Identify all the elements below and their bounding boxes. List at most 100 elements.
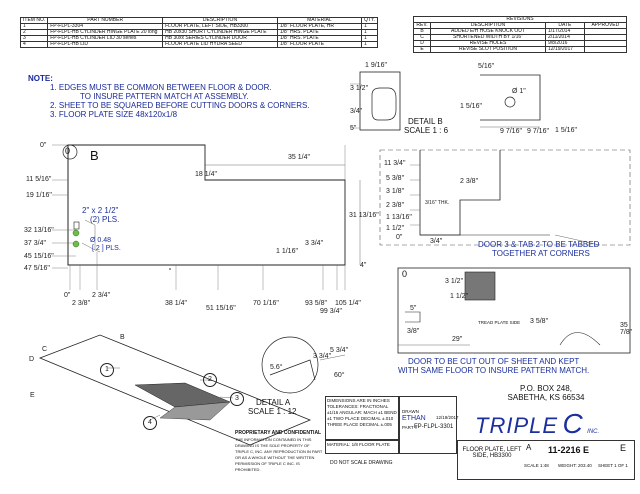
view-letter: D <box>29 356 35 363</box>
drawing-title: FLOOR PLATE, LEFT SIDE, HB3300 <box>462 447 522 459</box>
title-block: DIMENSIONS ARE IN INCHES TOLERANCES: FRA… <box>235 384 635 490</box>
detail-a-angle: 5.6° <box>270 364 283 371</box>
door-note: WITH SAME FLOOR TO INSURE PATTERN MATCH. <box>398 366 590 375</box>
view-letter: C <box>42 346 48 353</box>
proprietary-text: THE INFORMATION CONTAINED IN THIS DRAWIN… <box>235 437 323 472</box>
dim-left: 47 5/16" <box>24 265 50 272</box>
callout-balloon: 2 <box>203 373 217 387</box>
drawn-box: DRAWN ETHAN 12/19/2017 PART # FP-FLPL-33… <box>399 396 459 454</box>
bom-cell: 4 <box>19 41 49 48</box>
drawing-info: FLOOR PLATE, LEFT SIDE, HB3300 A 11-2216… <box>457 440 635 480</box>
detail-b-dim: 1 9/16" <box>365 62 387 69</box>
corner-thk: 3/16" THK. <box>425 200 450 206</box>
corner-note: TOGETHER AT CORNERS <box>492 249 590 258</box>
callout-balloon: 1 <box>100 363 114 377</box>
part-number: FP-FLPL-3301 <box>414 424 454 430</box>
drawn-label: DRAWN <box>402 409 419 414</box>
note-line: 1. EDGES MUST BE COMMON BETWEEN FLOOR & … <box>50 83 272 92</box>
corner-note: DOOR 3 & TAB 2 TO BE TABBED <box>478 240 600 249</box>
dim-small: 3 3/4" <box>305 240 324 247</box>
corner-dim: 1 1/2" <box>386 225 405 232</box>
drawn-date: 12/19/2017 <box>436 415 459 420</box>
logo-triple: TRIPLE <box>475 413 559 438</box>
detail-a-dim: 3 3/4" <box>313 353 332 360</box>
detail-b-dim: 3 1/2" <box>350 85 369 92</box>
callout-balloon: 3 <box>230 392 244 406</box>
corner-dim: 0" <box>396 234 403 241</box>
detail-b-dim: 1 5/16" <box>555 127 577 134</box>
note-line: 3. FLOOR PLATE SIZE 48x120x1/8 <box>50 110 178 119</box>
corner-dim: 3 1/8" <box>386 188 405 195</box>
dim-right-height: 31 13/16" <box>349 212 379 219</box>
hole-note-1: Ø 0.48 <box>90 237 112 244</box>
bom-cell: FP-FLPL-HB LID <box>47 41 164 48</box>
door-dim: 5" <box>410 305 417 312</box>
detail-b-view <box>359 71 401 131</box>
dim-small: 1 1/16" <box>276 248 298 255</box>
proprietary-title: PROPRIETARY AND CONFIDENTIAL <box>235 430 322 436</box>
detail-a-scale: SCALE 1 : 12 <box>248 407 297 416</box>
view-letter: E <box>30 392 35 399</box>
drawing-notes: NOTE: 1. EDGES MUST BE COMMON BETWEEN FL… <box>28 74 328 119</box>
view-label-b: B <box>90 148 99 163</box>
dwg-number: 11-2216 E <box>548 445 590 455</box>
tolerance-box: DIMENSIONS ARE IN INCHES TOLERANCES: FRA… <box>325 396 399 440</box>
address-line: SABETHA, KS 66534 <box>507 393 585 402</box>
dim-right-small: 4" <box>360 262 367 269</box>
dim-left: 0" <box>40 142 47 149</box>
detail-a-angle: 60° <box>334 372 345 379</box>
slot-note-2: (2) PLS. <box>90 215 120 224</box>
logo-inc: INC. <box>587 429 600 435</box>
dim-bottom: 99 3/4" <box>320 308 342 315</box>
left-extension-lines <box>52 144 76 269</box>
view-letter: B <box>120 334 125 341</box>
detail-b-right-view <box>480 74 541 121</box>
label-0-circle <box>62 144 78 160</box>
dim-left: 45 15/16" <box>24 253 54 260</box>
dim-bottom: 105 1/4" <box>335 300 361 307</box>
no-scale-note: DO NOT SCALE DRAWING <box>330 460 393 466</box>
hole-1 <box>72 229 80 237</box>
rev-cell <box>583 46 628 53</box>
bom-cell: 1 <box>360 41 379 48</box>
corner-dim: 11 3/4" <box>384 160 406 167</box>
door-dim: 35 7/8" <box>620 322 633 336</box>
corner-dim-right: 2 3/8" <box>460 178 479 185</box>
door-dim: 1 1/2" <box>450 293 469 300</box>
dim-notch: 18 1/4" <box>195 171 217 178</box>
note-line: TO INSURE PATTERN MATCH AT ASSEMBLY. <box>80 92 249 101</box>
dim-left: 11 5/16" <box>26 176 52 183</box>
logo-c: C <box>562 408 583 439</box>
size-value: A <box>526 443 532 452</box>
corner-dim-bottom: 3/4" <box>430 238 443 245</box>
dim-left: 32 13/16" <box>24 227 54 234</box>
callout-balloon: 4 <box>143 416 157 430</box>
slot-note-1: 2" x 2 1/2" <box>82 206 119 215</box>
door-dim: 3 1/2" <box>445 278 464 285</box>
door-dim: 3 5/8" <box>530 318 549 325</box>
dim-bottom: 93 5/8" <box>305 300 327 307</box>
view-label-0: 0 <box>65 146 71 156</box>
drawn-by: ETHAN <box>402 415 426 422</box>
slot-1 <box>73 221 80 230</box>
bottom-extension-lines <box>69 252 346 290</box>
rev-cell: REVISE SLOT POSITION <box>430 46 546 53</box>
rev-value: E <box>620 443 627 453</box>
detail-b-dim: 9 7/16" <box>527 128 549 135</box>
detail-b-scale: SCALE 1 : 6 <box>404 126 449 135</box>
dim-left: 19 1/16" <box>26 192 52 199</box>
dim-bottom: 70 1/16" <box>253 300 279 307</box>
part-label: PART # <box>402 425 418 430</box>
bom-header-row: ITEM NO. PART NUMBER DESCRIPTION MATERIA… <box>19 17 379 24</box>
revision-table: REVISIONS REV. DESCRIPTION DATE APPROVED… <box>413 16 628 53</box>
detail-b-dim: Ø 1" <box>512 88 526 95</box>
rev-row: E REVISE SLOT POSITION 12/19/2017 <box>413 46 628 53</box>
note-line: 2. SHEET TO BE SQUARED BEFORE CUTTING DO… <box>50 101 310 110</box>
door-dim: 3/8" <box>407 328 420 335</box>
material-box: MATERIAL: 1/8 FLOOR PLATE <box>325 440 399 454</box>
weight-value: WEIGHT: 203.40 <box>558 463 592 468</box>
door-view-outline <box>397 267 631 354</box>
sheet-value: SHEET 1 OF 1 <box>598 463 628 468</box>
detail-b-dim: 5/16" <box>478 63 495 70</box>
